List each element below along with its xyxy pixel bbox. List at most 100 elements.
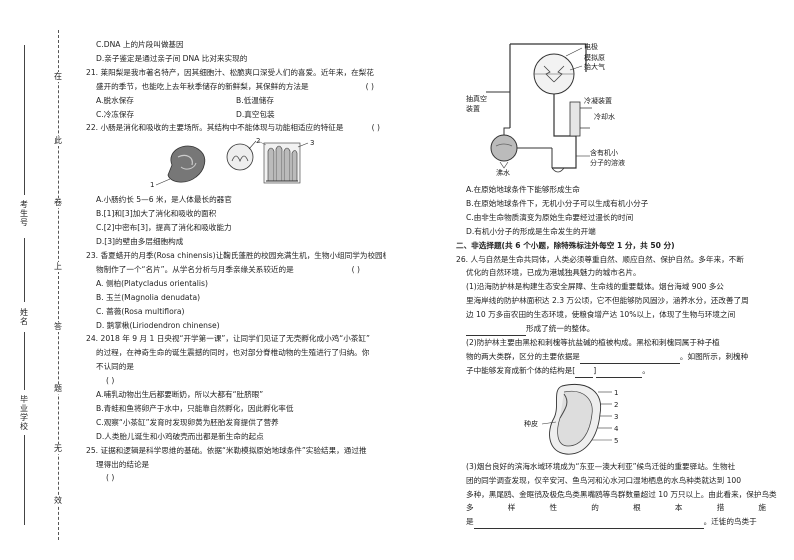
- spread-char: 性: [549, 503, 558, 513]
- seed-label-4: 4: [614, 424, 619, 433]
- q26-3-line4: 多 样 性 的 根 本 措 施: [456, 501, 778, 515]
- q24-option-c: C.观察“小茶缸”发育时发现卵黄为胚胎发育提供了营养: [96, 417, 279, 427]
- q26-3-line1: (3)烟台良好的滨海水域环境成为“东亚—澳大利亚”候鸟迁徙的重要驿站。生物社: [466, 461, 736, 471]
- q25-option-c: C.由非生命物质演变为原始生命要经过漫长的时间: [466, 212, 634, 222]
- q21-stem-line1: 21. 莱阳梨是我市著名特产，因其细胞汁、松脆爽口深受人们的喜爱。近年来，在梨花: [86, 67, 374, 77]
- small-intestine-figure: 1 2 3: [86, 135, 386, 193]
- q23-stem-text: 物制作了一个“名片”。从学名分析与月季亲缘关系较近的是: [96, 264, 294, 274]
- answer-blank[interactable]: [473, 519, 704, 530]
- q22-option-b: B.[1]和[3]加大了消化和吸收的面积: [96, 209, 217, 219]
- miller-apparatus-figure: 电极 模拟原 始大气 抽真空 装置 冷凝装置 冷却水 沸水 含有机小 分子的溶液: [466, 36, 666, 182]
- q26-2-line3-end: 。: [642, 365, 650, 375]
- name-label: 姓名: [20, 308, 28, 326]
- q26-2-line3-bracket: ]: [593, 365, 597, 375]
- spread-char: 多: [466, 503, 474, 513]
- label-electrode: 电极: [584, 43, 598, 51]
- q24-option-d: D.人类胎儿诞生和小鸡破壳而出都是新生命的起点: [96, 431, 264, 441]
- q26-1-line1: (1)沿海防护林是构建生态安全屏障、生命线的重要载体。烟台海域 900 多公: [466, 282, 724, 292]
- q23-stem-line2: 物制作了一个“名片”。从学名分析与月季亲缘关系较近的是 ( ): [86, 263, 386, 277]
- seal-char: 在: [51, 72, 65, 82]
- q22-stem-text: 22. 小肠是消化和吸收的主要场所。其结构中不能体现与功能相适应的特征是: [86, 123, 344, 133]
- seal-char: 此: [51, 136, 65, 146]
- q23-option-d: D. 鹅掌楸(Liriodendron chinense): [96, 320, 220, 330]
- q26-2-line2-tail: 。如图所示，刺槐种: [679, 351, 749, 361]
- locust-seed-figure: 种皮 1 2 3 4 5: [456, 378, 778, 460]
- q23-option-c: C. 蔷薇(Rosa multiflora): [96, 306, 185, 316]
- q24-option-b: B.青蛙和鱼将卵产于水中，只能靠自然孵化，因此孵化率低: [96, 403, 294, 413]
- q26-1-line4-text: 形成了统一的整体。: [526, 324, 595, 334]
- q23-option-b: B. 玉兰(Magnolia denudata): [96, 292, 201, 302]
- miller-apparatus-diagram: [486, 43, 592, 173]
- left-column: C.DNA 上的片段叫做基因 D.亲子鉴定是通过亲子间 DNA 比对来实现的 2…: [86, 38, 386, 485]
- q20-option-d: D.亲子鉴定是通过亲子间 DNA 比对来实现的: [96, 53, 248, 63]
- q26-3-line3: 多种，黑尾鸥、金眶鸻及极危鸟类黑嘴鸥等鸟群数量超过 10 万只以上。由此看来，保…: [466, 489, 777, 499]
- q26-2-line3: 子中能够发育成新个体的结构是[] 。: [456, 364, 778, 378]
- q22-option-c: C.[2]中密布[3]，提高了消化和吸收能力: [96, 223, 232, 233]
- label-sim-atmosphere-2: 始大气: [584, 63, 605, 71]
- q23-stem-line1: 23. 香夏蜡开的月季(Rosa chinensis)让鞠氏蓬胜的校园充满生机，…: [86, 250, 386, 260]
- q21-option-c: C.冷冻保存: [96, 109, 135, 119]
- label-condenser: 冷凝装置: [584, 97, 612, 105]
- q21-option-d: D.真空包装: [236, 109, 275, 119]
- q25-answer-paren: ( ): [106, 473, 115, 483]
- q22-option-a: A.小肠约长 5—6 米，是人体最长的器官: [96, 195, 232, 205]
- q26-3-line5-start: 是: [466, 517, 474, 527]
- seed-coat-label: 种皮: [524, 419, 538, 428]
- q25-option-a: A.在原始地球条件下能够形成生命: [466, 185, 580, 194]
- exam-number-label: 考生号: [20, 200, 28, 227]
- label-vacuum-1: 抽真空: [466, 95, 487, 103]
- q26-2-line3-text: 子中能够发育成新个体的结构是[: [466, 365, 576, 375]
- figure-label-3: 3: [310, 139, 315, 148]
- spread-char: 本: [674, 503, 683, 513]
- fill-line: [24, 435, 25, 525]
- seed-label-1: 1: [614, 388, 619, 397]
- seal-char: 卷: [51, 198, 65, 208]
- q25-option-b: B.在原始地球条件下，无机小分子可以生成有机小分子: [466, 198, 649, 208]
- q25-stem-line1: 25. 证据和逻辑是科学思维的基础。依据“米勒模拟原始地球条件”实验结果，通过推: [86, 445, 367, 455]
- seal-char: 无: [51, 444, 65, 454]
- seed-label-2: 2: [614, 400, 619, 409]
- label-solution-2: 分子的溶液: [590, 159, 625, 167]
- intestine-diagram: [155, 141, 309, 186]
- seal-dash-line: [58, 30, 59, 540]
- answer-blank[interactable]: [596, 368, 643, 378]
- seed-diagram: [541, 383, 612, 455]
- label-boiling-water: 沸水: [496, 169, 510, 177]
- q24-stem-line2: 的过程，在神奇生命的诞生震撼的同时，也对部分脊椎动物的生殖进行了归纳。你: [96, 348, 370, 358]
- q21-answer-paren: ( ): [365, 81, 374, 91]
- q24-stem-line3: 不认同的是: [96, 362, 134, 372]
- q26-2-line2: 物的两大类群，区分的主要依据是 。如图所示，刺槐种: [456, 350, 778, 364]
- spread-char: 措: [716, 503, 725, 513]
- q25-stem-line2: 理得出的结论是: [96, 459, 150, 469]
- q21-stem-text: 盛开的季节，也能吃上去年秋季储存的新鲜梨，其保鲜的方法是: [96, 81, 309, 91]
- q23-answer-paren: ( ): [351, 264, 360, 274]
- q22-option-d: D.[3]的壁由多层细胞构成: [96, 237, 184, 247]
- q23-option-a: A. 侧柏(Platycladus orientalis): [96, 278, 208, 288]
- answer-blank[interactable]: [575, 368, 594, 378]
- seal-char: 答: [51, 322, 65, 332]
- q26-2-line2-text: 物的两大类群，区分的主要依据是: [466, 351, 580, 361]
- q21-option-a: A.脱水保存: [96, 95, 134, 105]
- fill-line: [24, 332, 25, 390]
- right-column: A.在原始地球条件下能够形成生命 B.在原始地球条件下，无机小分子可以生成有机小…: [456, 183, 778, 530]
- seed-label-5: 5: [614, 436, 619, 445]
- label-solution-1: 含有机小: [590, 149, 618, 157]
- q25-option-d: D.有机小分子的形成是生命发生的开端: [466, 226, 596, 236]
- q26-1-line3: 边 10 万多亩农田的生态环境，使粮食增产达 10%以上，体现了生物与环境之间: [466, 310, 736, 320]
- figure-label-2: 2: [256, 137, 261, 146]
- spread-char: 的: [591, 503, 599, 513]
- q24-option-a: A.哺乳动物出生后都要断奶，所以大都有“肚脐眼”: [96, 390, 264, 400]
- spread-char: 根: [633, 503, 641, 513]
- q21-options-row2: C.冷冻保存 D.真空包装: [86, 108, 386, 122]
- q26-3-line2: 团的同学调查发现，仅辛安河、鱼鸟河和沁水河口湿地栖息的水鸟种类就达到 100: [466, 475, 742, 485]
- label-sim-atmosphere-1: 模拟原: [584, 54, 605, 62]
- fill-line: [24, 238, 25, 302]
- q26-1-line4: 形成了统一的整体。: [456, 322, 778, 336]
- binding-margin: 在 此 卷 上 答 题 无 效 考生号 姓名 毕业学校: [0, 0, 82, 560]
- answer-blank[interactable]: [579, 354, 680, 364]
- seal-char: 题: [51, 384, 65, 394]
- section-two-heading: 二、非选择题(共 6 个小题，除特殊标注外每空 1 分，共 50 分): [456, 240, 675, 250]
- answer-blank[interactable]: [466, 326, 526, 336]
- q22-stem: 22. 小肠是消化和吸收的主要场所。其结构中不能体现与功能相适应的特征是 ( ): [86, 121, 386, 135]
